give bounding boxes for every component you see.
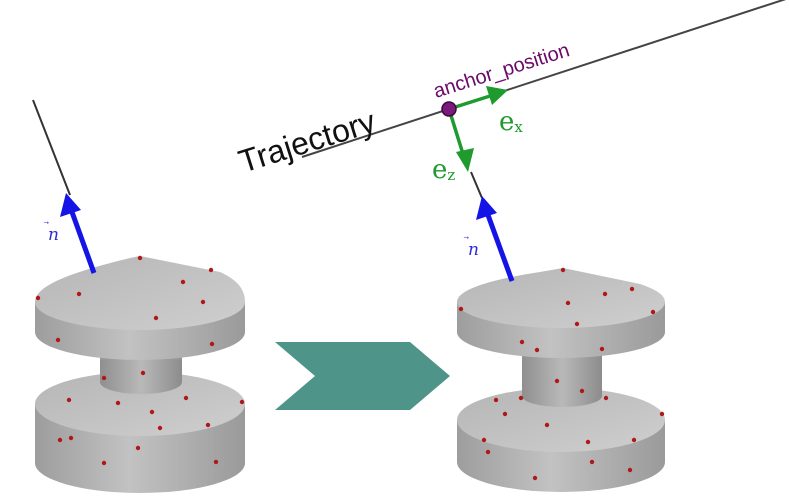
ez-label: ez <box>432 155 455 185</box>
anchor-point <box>441 101 457 117</box>
trajectory-label: Trajectory <box>234 103 379 180</box>
left-top-disk <box>35 256 245 360</box>
left-normal-line <box>32 99 71 196</box>
ex-label: ex <box>499 107 523 137</box>
trajectory-line <box>301 0 787 158</box>
right-bottom-disk <box>457 388 665 492</box>
left-normal-arrow-icon <box>60 193 97 274</box>
left-surface-points <box>35 255 245 466</box>
right-object: n ⃗ <box>457 171 665 492</box>
transform-arrow-icon <box>275 342 450 410</box>
left-normal-label: n <box>48 225 59 245</box>
ez-vector-icon <box>447 108 474 172</box>
right-normal-vector-mark: ⃗ <box>463 236 469 239</box>
right-normal-label: n <box>468 240 479 260</box>
right-top-disk <box>457 268 665 358</box>
right-normal-line <box>470 171 483 199</box>
left-object: n ⃗ <box>32 99 245 493</box>
right-surface-points <box>458 267 665 481</box>
right-normal-arrow-icon <box>476 196 515 282</box>
left-normal-vector-mark: ⃗ <box>43 221 49 224</box>
